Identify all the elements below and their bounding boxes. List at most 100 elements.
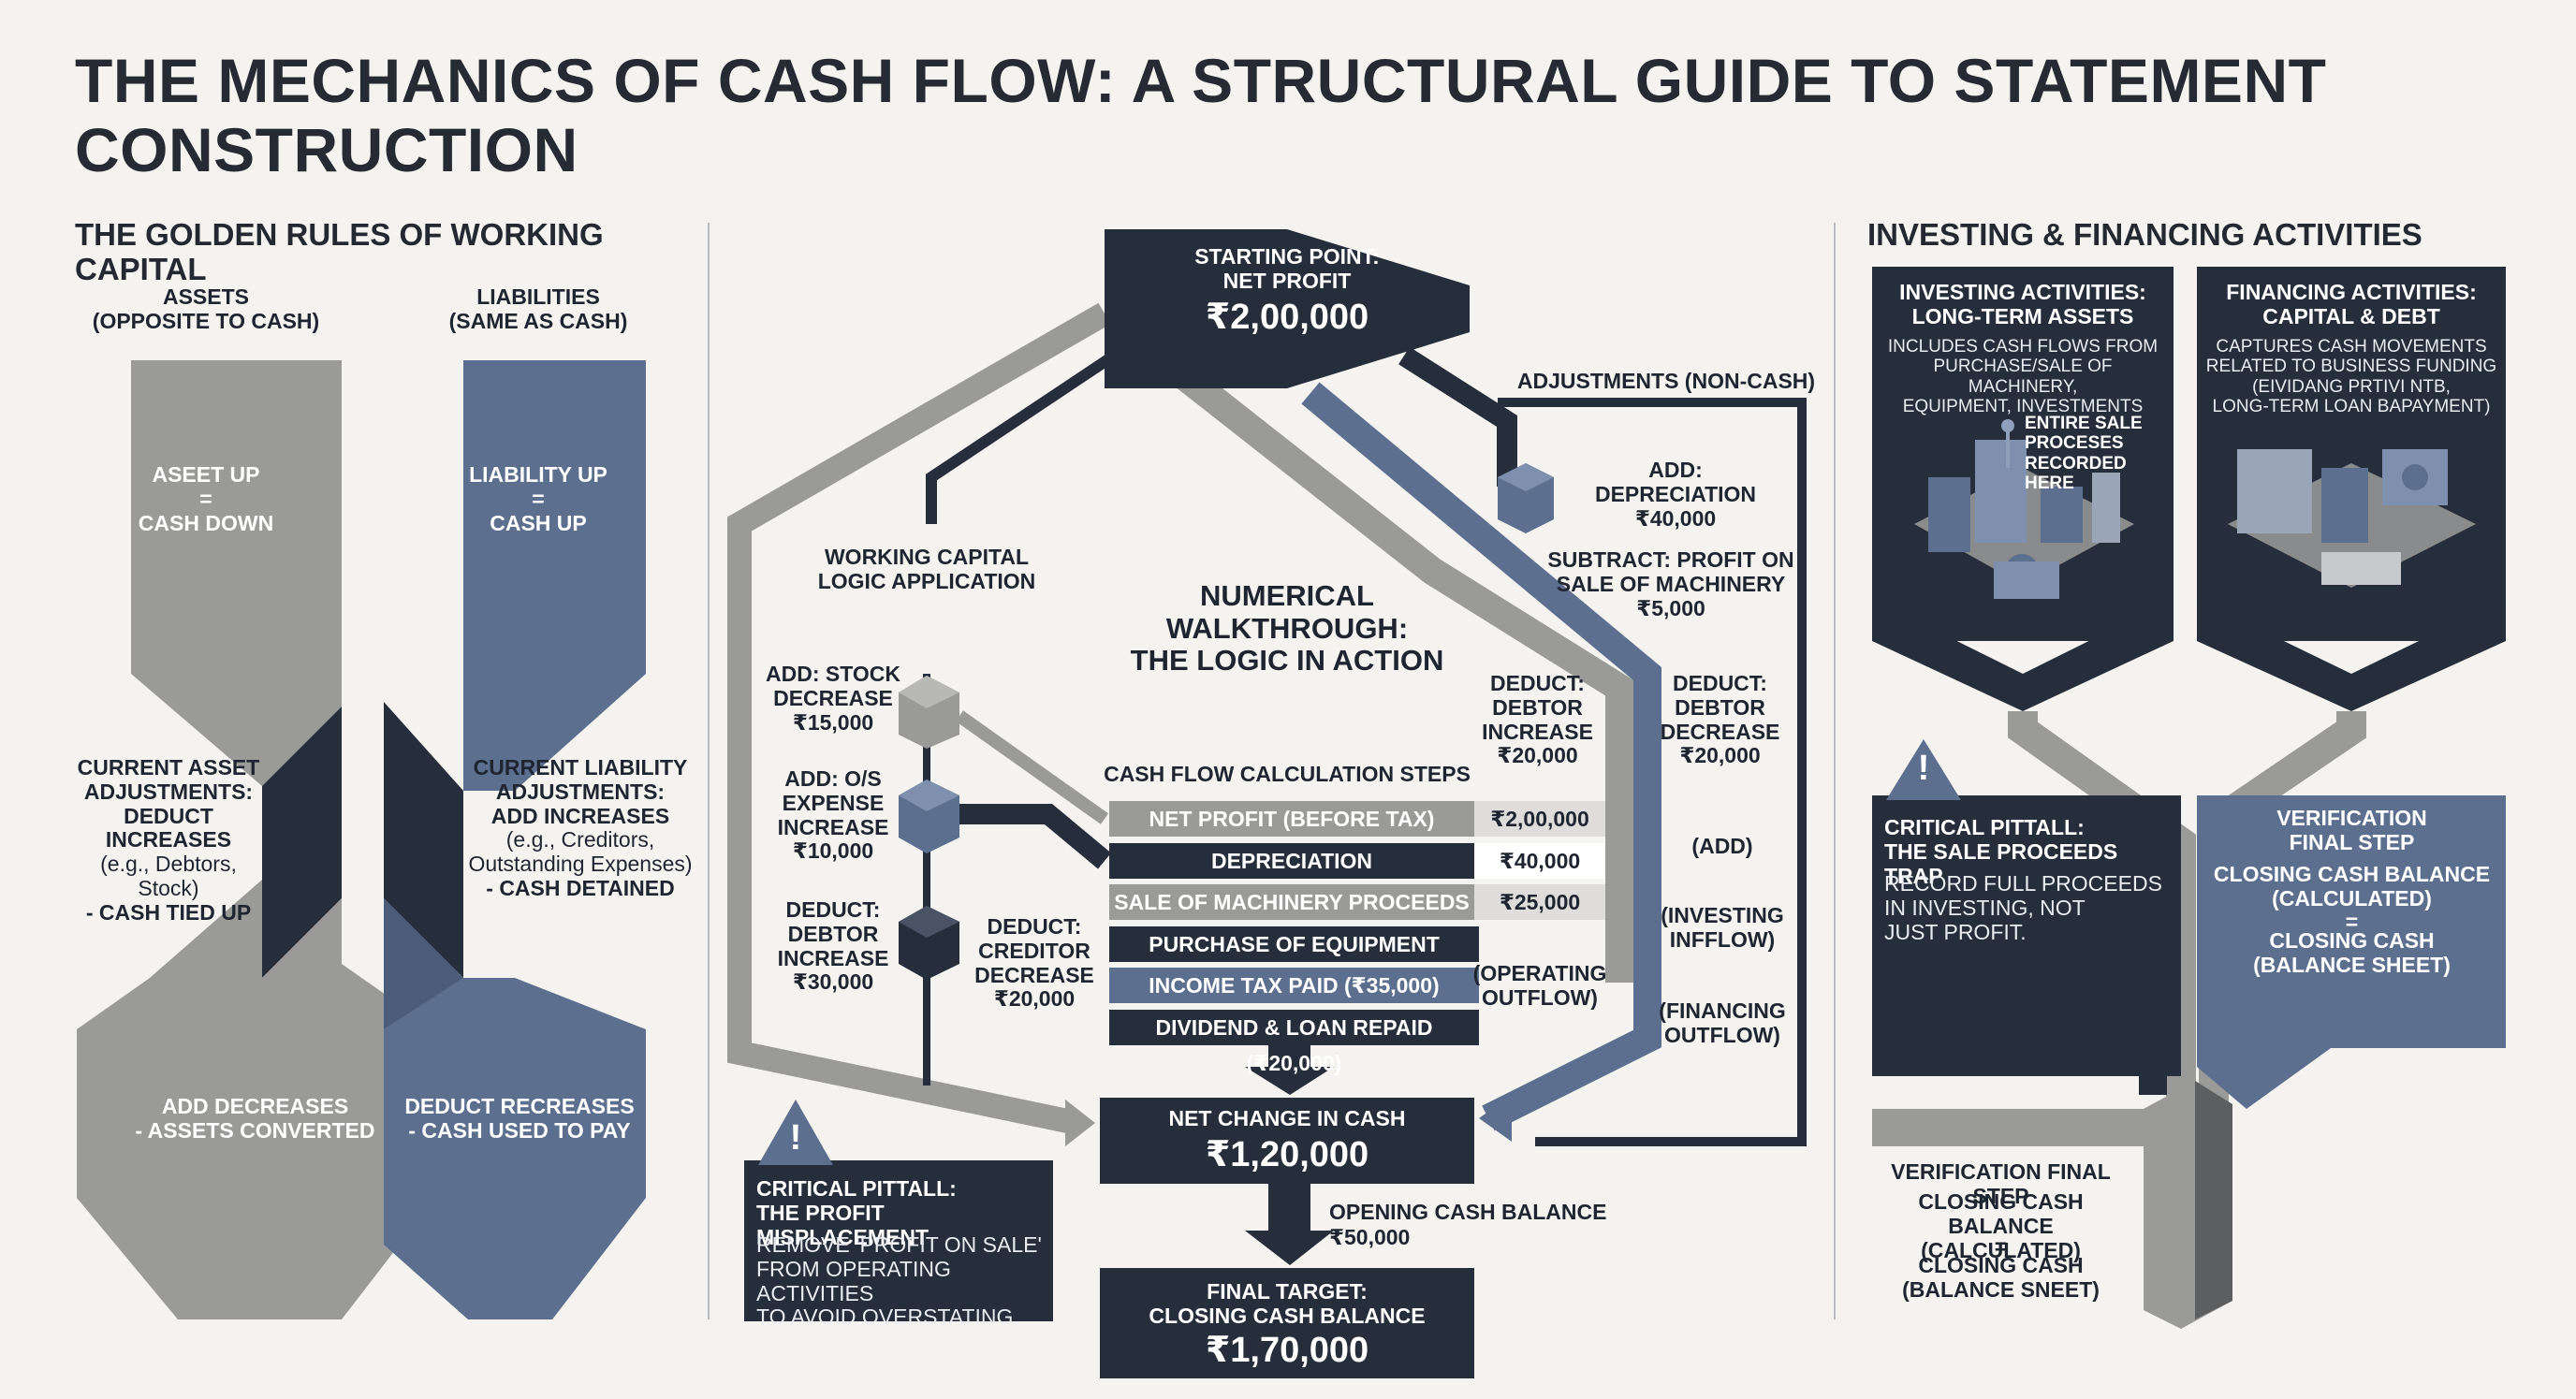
step-row: DEPRECIATION₹40,000 xyxy=(1109,842,1605,879)
investing-panel-base xyxy=(1872,599,2174,711)
debtor-cube xyxy=(899,906,959,980)
final-target-amount: ₹1,70,000 xyxy=(1205,1331,1369,1370)
right-pitfall-body: RECORD FULL PROCEEDS IN INVESTING, NOT J… xyxy=(1884,871,2162,944)
grey-loop-connector xyxy=(727,302,1111,1135)
verification-pillar-shade xyxy=(2195,1081,2232,1319)
net-to-final-arrow xyxy=(1245,1184,1334,1265)
adjustment-bracket xyxy=(1398,346,1517,487)
wc-logic-label: WORKING CAPITAL LOGIC APPLICATION xyxy=(817,545,1036,593)
assets-header: ASSETS (OPPOSITE TO CASH) xyxy=(92,284,320,333)
verification-shelf xyxy=(1872,1109,2144,1146)
right-verification-panel xyxy=(2197,795,2506,1109)
financing-body: CAPTURES CASH MOVEMENTS RELATED TO BUSIN… xyxy=(2205,337,2497,416)
right-dark-bracket xyxy=(1498,398,1807,1146)
step-name: PURCHASE OF EQUIPMENT (₹70,000) xyxy=(1109,925,1479,992)
step-name: DIVIDEND & LOAN REPAID (₹20,000) xyxy=(1109,1009,1479,1075)
slate-ridge xyxy=(1301,382,1661,1131)
investing-note: ENTIRE SALE PROCESES RECORDED HERE xyxy=(2025,414,2143,493)
verification2-title: VERIFICATION FINAL STEP xyxy=(1891,1159,2111,1208)
liability-ribbon xyxy=(384,360,646,1319)
tag-add: (ADD) xyxy=(1691,834,1753,858)
adjustment-cube xyxy=(1498,463,1554,533)
deduct-debtor-increase: DEDUCT: DEBTOR INCREASE ₹20,000 xyxy=(1482,671,1593,768)
verification2-balance-sheet: CLOSING CASH (BALANCE SNEET) xyxy=(1902,1253,2100,1302)
net-change-box xyxy=(1100,1098,1474,1184)
liabilities-header: LIABILITIES (SAME AS CASH) xyxy=(448,284,628,333)
right-pitfall-title: CRITICAL PITTALL: THE SALE PROCEEDS TRAP xyxy=(1884,815,2118,888)
deduct-debtor-increase-left: DEDUCT: DEBTOR INCREASE ₹30,000 xyxy=(777,897,889,995)
expense-feeder xyxy=(959,804,1112,869)
center-pitfall-box xyxy=(744,1160,1053,1321)
add-depreciation: ADD: DEPRECIATION ₹40,000 xyxy=(1594,458,1757,531)
step-value: ₹25,000 xyxy=(1474,884,1605,920)
verification2-calculated: CLOSING CASH BALANCE (CALCULATED) xyxy=(1918,1189,2084,1262)
step-value: ₹2,00,000 xyxy=(1474,801,1605,837)
right-warning-triangle xyxy=(1886,739,1961,800)
asset-adjustments: CURRENT ASSET ADJUSTMENTS: DEDUCT INCREA… xyxy=(75,755,262,925)
liability-bottom-rule: DEDUCT RECREASES - CASH USED TO PAY xyxy=(404,1094,635,1143)
verification-calculated: CLOSING CASH BALANCE (CALCULATED) xyxy=(2213,862,2491,911)
tag-investing: (INVESTING INFFLOW) xyxy=(1661,903,1784,952)
step-value: ₹40,000 xyxy=(1474,842,1605,879)
right-section-heading: INVESTING & FINANCING ACTIVITIES xyxy=(1867,217,2422,252)
step-name: DEPRECIATION xyxy=(1109,842,1474,879)
verification-equals: = xyxy=(2345,910,2359,934)
asset-adjust-tail: - CASH TIED UP xyxy=(85,899,252,925)
deduct-creditor-decrease: DEDUCT: CREDITOR DECREASE ₹20,000 xyxy=(974,914,1094,1012)
investing-title: INVESTING ACTIVITIES: LONG-TERM ASSETS xyxy=(1899,280,2146,328)
grey-ridge xyxy=(1161,354,1633,983)
center-warning-triangle xyxy=(758,1100,833,1165)
grey-loop-arrowhead xyxy=(1065,1100,1095,1146)
verification-title: VERIFICATION FINAL STEP xyxy=(2276,806,2427,854)
step-name: NET PROFIT (BEFORE TAX) xyxy=(1109,801,1474,837)
walkthrough-title: NUMERICAL WALKTHROUGH: THE LOGIC IN ACTI… xyxy=(1130,579,1444,678)
deduct-debtor-decrease: DEDUCT: DEBTOR DECREASE ₹20,000 xyxy=(1660,671,1780,768)
center-pitfall-title: CRITICAL PITTALL: THE PROFIT MISPLACEMEN… xyxy=(756,1176,957,1249)
tag-financing: (FINANCING OUTFLOW) xyxy=(1659,998,1786,1047)
slate-arrowhead xyxy=(1479,1095,1512,1142)
right-dark-ribbon xyxy=(2094,966,2167,1095)
rows-to-net-arrow xyxy=(1245,1043,1334,1095)
step-name: SALE OF MACHINERY PROCEEDS xyxy=(1109,884,1474,920)
stock-cube xyxy=(899,676,959,749)
liability-adjust-label: CURRENT LIABILITY ADJUSTMENTS: ADD INCRE… xyxy=(473,755,688,828)
liability-adjust-tail: - CASH DETAINED xyxy=(486,875,675,900)
financing-title: FINANCING ACTIVITIES: CAPITAL & DEBT xyxy=(2226,280,2477,328)
steps-title: CASH FLOW CALCULATION STEPS xyxy=(1104,762,1471,786)
step-row: DIVIDEND & LOAN REPAID (₹20,000) xyxy=(1109,1009,1479,1075)
right-warning-glyph: ! xyxy=(1917,749,1930,788)
center-pitfall-body: REMOVE 'PROFIT ON SALE' FROM OPERATING A… xyxy=(756,1232,1042,1330)
asset-adjust-label: CURRENT ASSET ADJUSTMENTS: DEDUCT INCREA… xyxy=(77,755,260,853)
net-change-amount: ₹1,20,000 xyxy=(1205,1135,1369,1174)
verification-balance-sheet: CLOSING CASH (BALANCE SHEET) xyxy=(2253,928,2451,977)
step-row: PURCHASE OF EQUIPMENT (₹70,000) xyxy=(1109,925,1479,992)
machinery-illustration xyxy=(1914,419,2134,599)
add-stock-decrease: ADD: STOCK DECREASE ₹15,000 xyxy=(766,662,900,735)
step-name: INCOME TAX PAID (₹35,000) xyxy=(1109,968,1479,1003)
financing-panel-base xyxy=(2197,599,2506,711)
expense-cube xyxy=(899,780,959,853)
verification2-equals: = xyxy=(1994,1234,2008,1259)
asset-ribbon xyxy=(77,360,435,1319)
start-amount: ₹2,00,000 xyxy=(1205,298,1369,337)
asset-adjust-example: (e.g., Debtors, Stock) xyxy=(100,852,237,900)
page-title: THE MECHANICS OF CASH FLOW: A STRUCTURAL… xyxy=(75,46,2327,184)
center-warning-glyph: ! xyxy=(789,1118,802,1158)
step-row: SALE OF MACHINERY PROCEEDS₹25,000 xyxy=(1109,884,1605,920)
opening-balance-label: OPENING CASH BALANCE xyxy=(1329,1200,1607,1224)
final-target-box xyxy=(1100,1268,1474,1378)
tag-operating: (OPERATING OUTFLOW) xyxy=(1472,961,1607,1010)
finance-illustration xyxy=(2228,449,2476,588)
net-change-label: NET CHANGE IN CASH xyxy=(1168,1106,1406,1130)
asset-rule: ASEET UP = CASH DOWN xyxy=(138,462,274,535)
final-target-label: FINAL TARGET: CLOSING CASH BALANCE xyxy=(1149,1279,1426,1328)
step-row: NET PROFIT (BEFORE TAX)₹2,00,000 xyxy=(1109,801,1605,837)
wc-connector xyxy=(926,313,1174,524)
investing-body: INCLUDES CASH FLOWS FROM PURCHASE/SALE O… xyxy=(1887,337,2159,416)
left-section-heading: THE GOLDEN RULES OF WORKING CAPITAL xyxy=(75,217,604,286)
add-os-expense: ADD: O/S EXPENSE INCREASE ₹10,000 xyxy=(777,766,889,864)
stock-feeder xyxy=(955,710,1109,824)
step-row: INCOME TAX PAID (₹35,000) xyxy=(1109,968,1479,1003)
